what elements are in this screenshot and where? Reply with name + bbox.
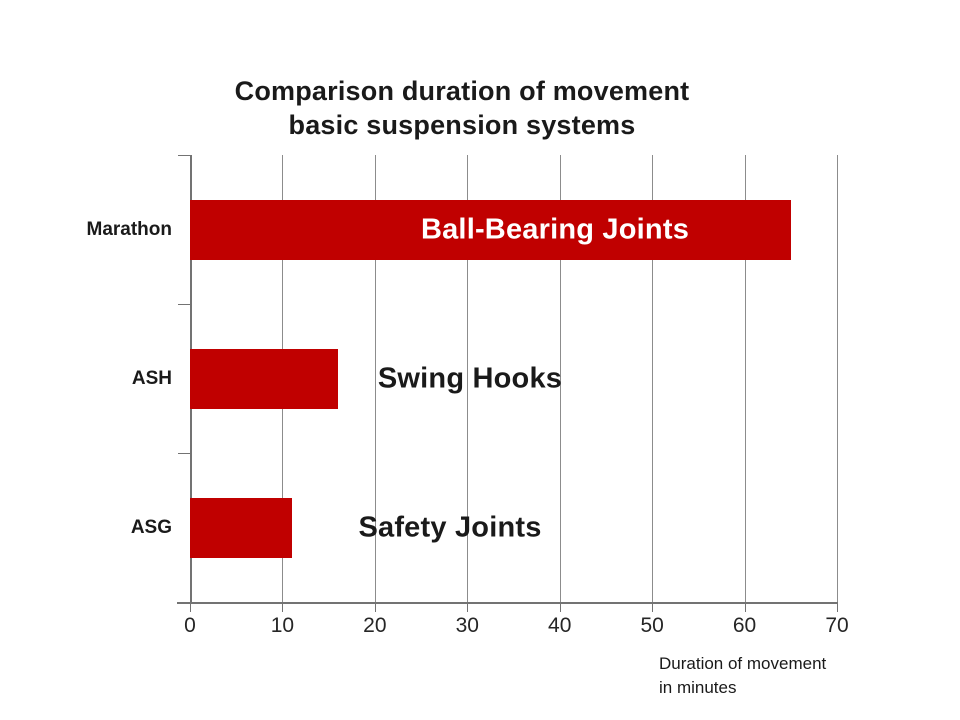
x-axis-caption: Duration of movement in minutes [659,652,826,700]
x-tick-mark-20 [374,604,376,612]
x-tick-mark-0 [190,604,191,612]
chart-title-line-1: Comparison duration of movement [234,76,690,106]
x-tick-mark-40 [559,604,561,612]
x-axis-caption-line-1: Duration of movement [659,654,827,673]
bar-annotation-2: Swing Hooks [377,362,563,394]
bar-ash [190,348,338,409]
bar-annotation-3: Safety Joints [358,511,542,543]
gridline-x30 [467,155,469,602]
x-tick-mark-50 [652,604,654,612]
gridline-x20 [374,155,376,602]
x-tick-label-20: 20 [363,614,387,637]
category-label-marathon: Marathon [86,218,173,240]
x-tick-mark-30 [467,604,469,612]
y-tick-mark-1 [178,304,190,305]
x-tick-label-70: 70 [825,614,849,637]
category-label-asg: ASG [130,516,172,538]
y-tick-mark-0 [178,155,190,156]
x-tick-label-10: 10 [270,614,295,637]
chart-title: Comparison duration of movement basic su… [0,74,924,142]
bar-asg [190,497,292,558]
bar-annotation-1: Ball-Bearing Joints [420,213,690,245]
gridline-x40 [559,155,561,602]
y-tick-mark-2 [178,453,190,454]
chart-title-line-2: basic suspension systems [288,110,636,140]
gridline-x70 [837,155,838,602]
x-tick-label-60: 60 [732,614,757,637]
gridline-x50 [652,155,654,602]
category-label-ash: ASH [131,367,172,389]
x-tick-mark-60 [744,604,746,612]
x-axis-caption-line-2: in minutes [659,678,737,697]
x-tick-mark-70 [837,604,838,612]
x-tick-label-30: 30 [455,614,479,637]
x-tick-label-0: 0 [184,614,196,637]
x-axis-line [177,602,838,604]
x-tick-mark-10 [282,604,284,612]
bar-marathon [190,199,791,260]
x-tick-label-50: 50 [640,614,664,637]
x-tick-label-40: 40 [548,614,572,637]
gridline-x60 [744,155,746,602]
